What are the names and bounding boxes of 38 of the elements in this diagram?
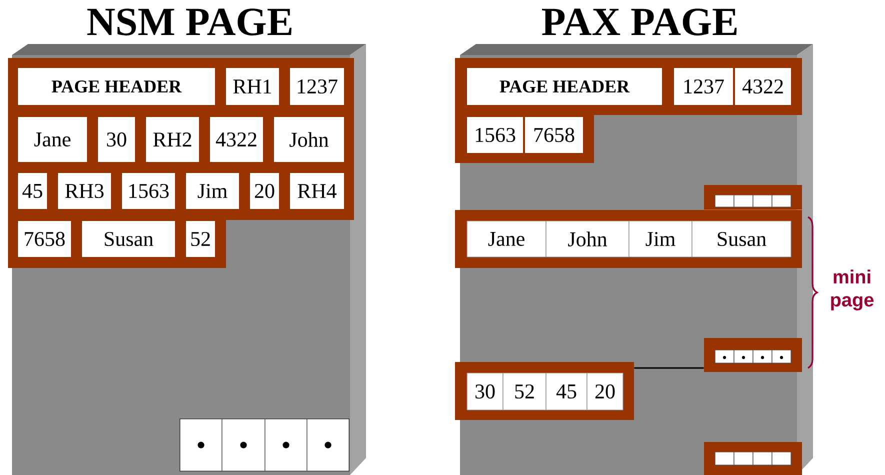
field-cell: Susan bbox=[692, 220, 792, 258]
field-cell: John bbox=[274, 117, 344, 162]
bitmap-box bbox=[704, 442, 802, 475]
page-title: PAX PAGE bbox=[542, 8, 737, 36]
field-cell: Jim bbox=[186, 173, 239, 209]
field-cell: 20 bbox=[586, 372, 624, 410]
bitmap-box bbox=[704, 184, 802, 210]
field-cell: 30 bbox=[466, 372, 504, 410]
header-cell: PAGE HEADER bbox=[18, 68, 215, 105]
field-cell: 45 bbox=[546, 372, 588, 410]
field-cell: 4322 bbox=[735, 68, 791, 105]
brace-label: mini page bbox=[831, 270, 874, 310]
field-cell: Susan bbox=[82, 221, 175, 257]
slot-array bbox=[180, 418, 350, 472]
bitmap-box bbox=[704, 338, 802, 372]
field-cell: Jim bbox=[628, 220, 692, 258]
connector-line bbox=[634, 367, 704, 369]
field-cell: 1237 bbox=[290, 68, 344, 105]
field-cell: 1237 bbox=[674, 68, 733, 105]
field-cell: 7658 bbox=[18, 221, 71, 257]
field-cell: 20 bbox=[250, 173, 279, 209]
field-cell: Jane bbox=[18, 117, 87, 162]
field-cell: RH2 bbox=[146, 117, 199, 162]
header-cell: PAGE HEADER bbox=[467, 68, 662, 105]
field-cell: 1563 bbox=[122, 173, 175, 209]
field-cell: 4322 bbox=[210, 117, 263, 162]
field-cell: 7658 bbox=[525, 117, 583, 153]
field-cell: 1563 bbox=[467, 117, 523, 153]
field-cell: Jane bbox=[466, 220, 546, 258]
page-title: NSM PAGE bbox=[87, 8, 292, 36]
field-cell: 52 bbox=[186, 221, 215, 257]
field-cell: John bbox=[546, 220, 630, 258]
field-cell: 45 bbox=[18, 173, 47, 209]
field-cell: RH3 bbox=[58, 173, 111, 209]
field-cell: 30 bbox=[98, 117, 135, 162]
field-cell: RH4 bbox=[290, 173, 344, 209]
field-cell: RH1 bbox=[226, 68, 279, 105]
field-cell: 52 bbox=[502, 372, 546, 410]
